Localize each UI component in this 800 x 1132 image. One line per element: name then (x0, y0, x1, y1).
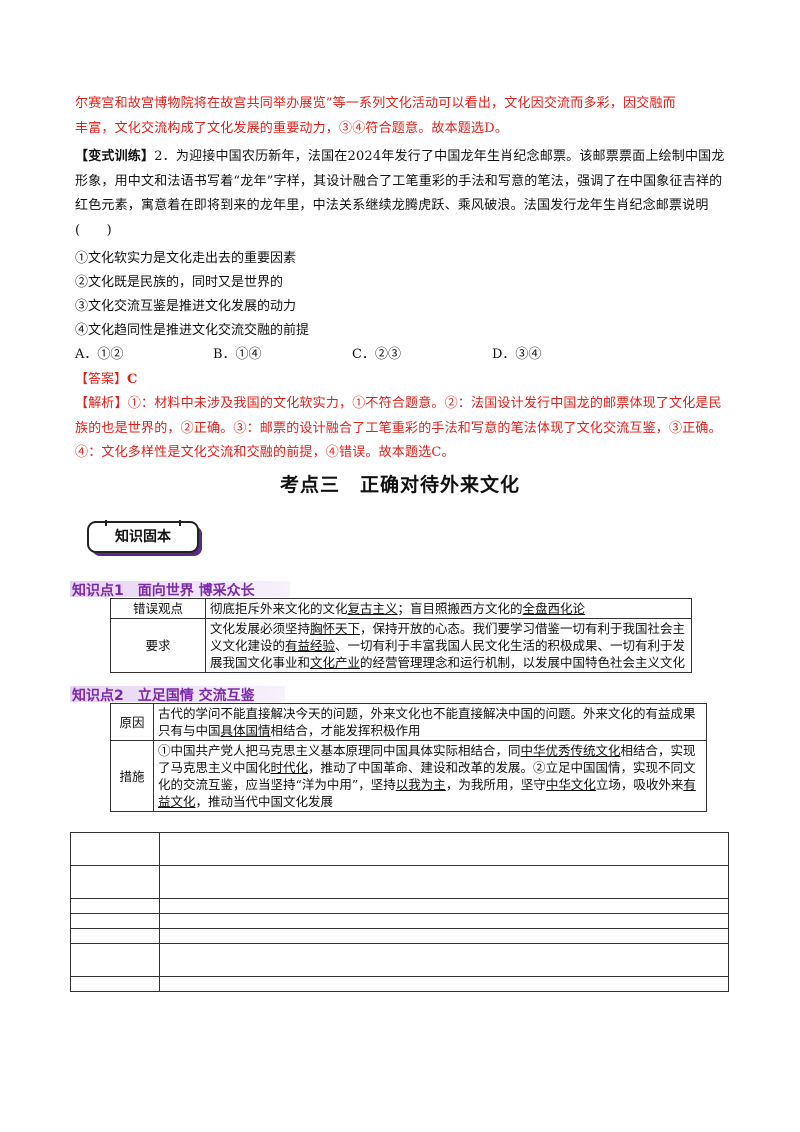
kp2-title: 知识点2 立足国情 交流互鉴 (72, 688, 255, 704)
table-row (70, 928, 729, 944)
option-a: A．①② (75, 347, 124, 362)
table-row: 要求 文化发展必须坚持胸怀天下，保持开放的心态。我们要学习借鉴一切有利于我国社会… (110, 618, 692, 673)
option-c: C．②③ (352, 347, 401, 362)
answer-value: C (127, 372, 138, 387)
table-row (70, 898, 729, 914)
prev-line-2: 丰富，文化交流构成了文化发展的重要动力，③④符合题意。故本题选D。 (75, 120, 509, 136)
statement-3: ③文化交流互鉴是推进文化发展的动力 (75, 299, 297, 314)
badge-text: 知识固本 (115, 529, 171, 545)
section-heading: 考点三 正确对待外来文化 (279, 474, 520, 496)
kp1-title: 知识点1 面向世界 博采众长 (72, 583, 255, 599)
previous-explanation: 尔赛宫和故宫博物院将在故宫共同举办展览”等一系列文化活动可以看出，文化因交流而多… (75, 92, 727, 141)
kp1-row2-content: 文化发展必须坚持胸怀天下，保持开放的心态。我们要学习借鉴一切有利于我国社会主义文… (205, 618, 692, 673)
analysis-block: 【解析】①：材料中未涉及我国的文化软实力，①不符合题意。②：法国设计发行中国龙的… (75, 392, 727, 466)
table-row: 错误观点 彻底拒斥外来文化的文化复古主义；盲目照搬西方文化的全盘西化论 (110, 598, 692, 619)
blank-table (70, 832, 729, 992)
kp2-highlight (70, 686, 285, 702)
badge-shape (87, 520, 202, 556)
kp1-row1-label: 错误观点 (110, 598, 206, 619)
kp2-row1-content: 古代的学问不能直接解决今天的问题，外来文化也不能直接解决中国的问题。外来文化的有… (153, 703, 707, 741)
option-b: B．①④ (213, 347, 262, 362)
kp1-highlight (70, 581, 290, 597)
statement-2: ②文化既是民族的，同时又是世界的 (75, 275, 284, 290)
table-row (70, 913, 729, 929)
table-row (70, 865, 729, 899)
table-row (70, 943, 729, 977)
question-tag: 【变式训练】 (75, 149, 155, 164)
options-row: A．①② B．①④ C．②③ D．③④ (75, 343, 541, 362)
kp2-row2-label: 措施 (110, 740, 154, 812)
knowledge-badge: 知识固本 (86, 518, 206, 558)
kp1-row2-label: 要求 (110, 618, 206, 673)
prev-line-1: 尔赛宫和故宫博物院将在故宫共同举办展览”等一系列文化活动可以看出，文化因交流而多… (75, 96, 676, 111)
kp2-table: 原因 古代的学问不能直接解决今天的问题，外来文化也不能直接解决中国的问题。外来文… (110, 703, 707, 812)
table-row: 措施 ①中国共产党人把马克思主义基本原理同中国具体实际相结合，同中华优秀传统文化… (110, 740, 707, 812)
question-text: 2．为迎接中国农历新年，法国在2024年发行了中国龙年生肖纪念邮票。该邮票票面上… (75, 149, 725, 238)
statement-1: ①文化软实力是文化走出去的重要因素 (75, 251, 297, 266)
kp2-row2-content: ①中国共产党人把马克思主义基本原理同中国具体实际相结合，同中华优秀传统文化相结合… (153, 740, 707, 812)
kp1-row1-content: 彻底拒斥外来文化的文化复古主义；盲目照搬西方文化的全盘西化论 (205, 598, 692, 619)
analysis-label: 【解析】 (75, 396, 128, 411)
question-stem: 【变式训练】2．为迎接中国农历新年，法国在2024年发行了中国龙年生肖纪念邮票。… (75, 145, 727, 243)
analysis-text: ①：材料中未涉及我国的文化软实力，①不符合题意。②：法国设计发行中国龙的邮票体现… (75, 396, 722, 460)
table-row: 原因 古代的学问不能直接解决今天的问题，外来文化也不能直接解决中国的问题。外来文… (110, 703, 707, 741)
option-d: D．③④ (492, 347, 542, 362)
table-row (70, 832, 729, 866)
answer-label: 【答案】 (75, 372, 128, 387)
kp1-table: 错误观点 彻底拒斥外来文化的文化复古主义；盲目照搬西方文化的全盘西化论 要求 文… (110, 598, 692, 673)
answer-line: 【答案】C (75, 368, 137, 387)
table-row (70, 976, 729, 992)
statement-4: ④文化趋同性是推进文化交流交融的前提 (75, 323, 310, 338)
kp2-row1-label: 原因 (110, 703, 154, 741)
